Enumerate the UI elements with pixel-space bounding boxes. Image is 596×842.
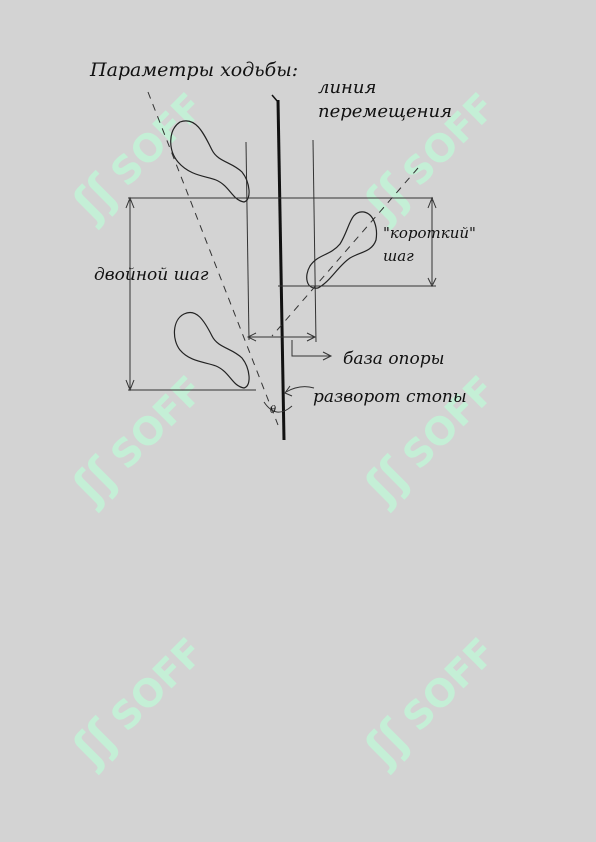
base-of-support-leader-arrow [322,351,333,361]
watermark-logo: ʃʃ SOFF [61,84,212,231]
base-of-support-leader [291,340,330,357]
label-theta: θ [270,405,276,416]
svg-text:SOFF: SOFF [102,84,212,194]
foot-angle-leader-arrow [284,385,293,397]
watermark-logo: ʃʃ SOFF [61,629,212,776]
foot-axis-right [271,167,419,337]
foot-angle-leader [285,386,315,393]
short-step-arrow-top [427,196,437,209]
label-short-step-1: "короткий" [383,224,476,242]
footprint-left-upper [170,120,250,203]
footprint-left-lower [173,311,250,389]
line-of-travel-pointer [271,94,279,103]
svg-text:SOFF: SOFF [102,629,212,739]
line-of-travel [276,99,286,441]
watermark-logo: ʃʃ SOFF [61,367,212,514]
base-line-left [245,141,250,341]
label-double-step: двойной шаг [94,265,209,285]
foot-angle-arc [263,401,293,413]
watermark-logo: ʃʃ SOFF [353,367,504,514]
double-step-arrow-top [125,196,135,209]
svg-text:SOFF: SOFF [394,367,504,477]
label-line-of-travel-2: перемещения [318,101,452,122]
label-short-step-2: шаг [383,247,414,265]
svg-text:SOFF: SOFF [394,629,504,739]
diagram-title: Параметры ходьбы: [89,59,298,81]
base-arrow-left [246,332,257,342]
label-base-of-support: база опоры [343,349,444,369]
label-foot-angle: разворот стопы [313,387,467,407]
footprint-right [306,211,378,289]
base-line-right [312,139,317,343]
label-line-of-travel-1: линия [318,77,376,98]
foot-axis-left [147,91,279,426]
watermark-logo: ʃʃ SOFF [353,629,504,776]
base-arrow-right [306,332,317,342]
double-step-arrow-bottom [125,379,135,392]
svg-text:SOFF: SOFF [102,367,212,477]
short-step-arrow-bottom [427,277,437,288]
